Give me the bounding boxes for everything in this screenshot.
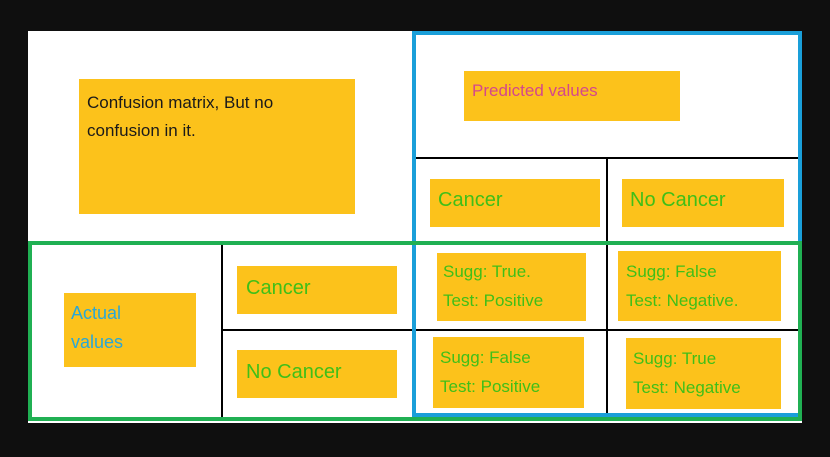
cell-nocancer-nocancer-line1: Sugg: True [633,349,717,368]
grid-line-h-left [221,329,416,331]
predicted-frame [412,31,802,417]
actual-class-cancer: Cancer [237,266,397,314]
cell-cancer-nocancer-line1: Sugg: False [626,262,717,281]
grid-line-h-right [416,329,800,331]
cell-nocancer-cancer-line2: Test: Positive [440,377,541,396]
actual-values-label: Actual values [71,303,124,352]
predicted-values-label: Predicted values [472,81,598,100]
actual-values-header: Actual values [64,293,196,367]
actual-class-cancer-label: Cancer [246,277,311,299]
title-note-text: Confusion matrix, But no confusion in it… [87,93,274,140]
cell-nocancer-cancer: Sugg: False Test: Positive [433,337,584,408]
cell-cancer-nocancer: Sugg: False Test: Negative. [618,251,781,321]
predicted-class-no-cancer-label: No Cancer [630,189,726,211]
predicted-class-no-cancer: No Cancer [622,179,784,227]
grid-line-v-left [221,245,223,417]
actual-frame [28,241,802,421]
cell-cancer-cancer-line2: Test: Positive [443,291,544,310]
cell-nocancer-nocancer: Sugg: True Test: Negative [626,338,781,409]
cell-nocancer-nocancer-line2: Test: Negative [633,378,741,397]
cell-nocancer-cancer-line1: Sugg: False [440,348,531,367]
predicted-class-cancer: Cancer [430,179,600,227]
cell-cancer-cancer-line1: Sugg: True. [443,262,531,281]
actual-class-no-cancer-label: No Cancer [246,361,342,383]
actual-class-no-cancer: No Cancer [237,350,397,398]
diagram-canvas: Confusion matrix, But no confusion in it… [28,31,802,423]
predicted-values-header: Predicted values [464,71,680,121]
title-note: Confusion matrix, But no confusion in it… [79,79,355,214]
cell-cancer-cancer: Sugg: True. Test: Positive [437,253,586,321]
grid-line-v-right [606,245,608,417]
cell-cancer-nocancer-line2: Test: Negative. [626,291,739,310]
grid-line-v-top [606,157,608,245]
grid-line-h-top [416,157,800,159]
predicted-class-cancer-label: Cancer [438,189,503,211]
